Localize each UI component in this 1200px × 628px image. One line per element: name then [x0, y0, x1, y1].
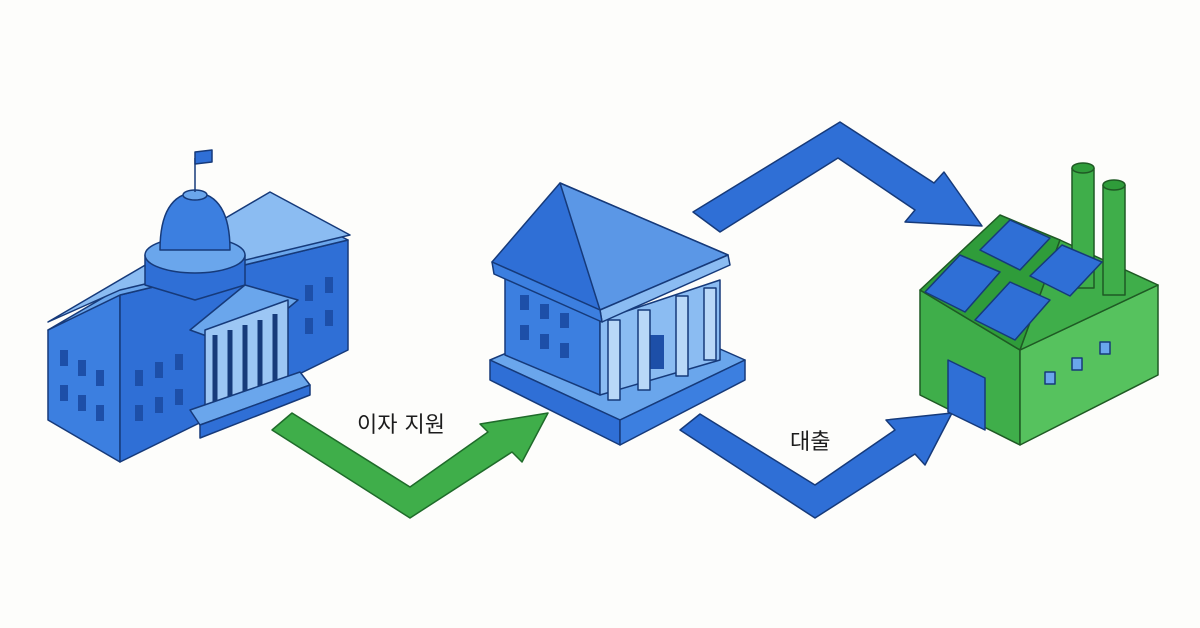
solar-factory-icon [919, 162, 1159, 446]
interest-support-arrow [271, 412, 549, 519]
loan-arrow [679, 412, 953, 519]
bank-to-factory-top-arrow [692, 121, 983, 233]
loan-label: 대출 [790, 430, 831, 455]
government-capitol-icon [47, 149, 351, 463]
bank-icon [489, 182, 746, 446]
interest-support-label: 이자 지원 [357, 413, 445, 438]
